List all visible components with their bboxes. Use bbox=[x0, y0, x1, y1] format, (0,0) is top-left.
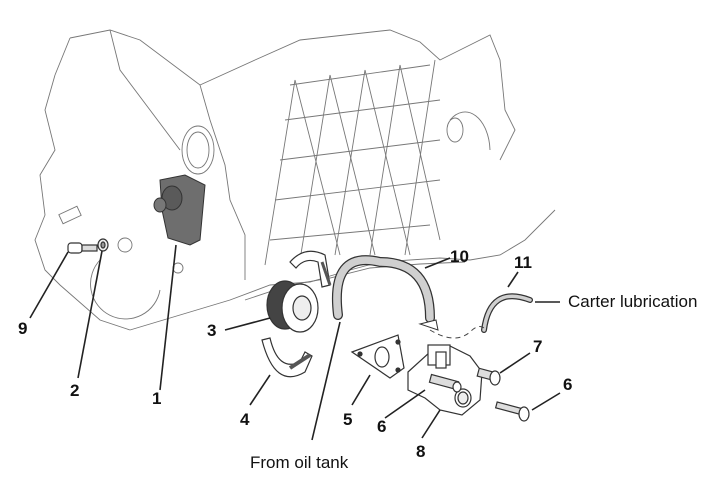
callout-9: 9 bbox=[18, 319, 27, 338]
callout-6-left: 6 bbox=[377, 417, 386, 436]
leader-9 bbox=[29, 251, 69, 319]
callout-4: 4 bbox=[240, 410, 250, 429]
callout-3: 3 bbox=[207, 321, 216, 340]
leader-10 bbox=[424, 257, 451, 269]
part-8-oil-pump bbox=[407, 344, 483, 416]
callout-7: 7 bbox=[533, 337, 542, 356]
callout-10: 10 bbox=[450, 247, 469, 266]
leader-3 bbox=[224, 317, 271, 331]
hose-route-dashed bbox=[429, 326, 487, 339]
caption-carter-lubrication: Carter lubrication bbox=[568, 292, 697, 311]
leader-8 bbox=[421, 409, 441, 439]
part-4-belt-lower bbox=[261, 337, 313, 378]
crankcase-drawing bbox=[34, 29, 556, 331]
callout-11: 11 bbox=[514, 253, 532, 272]
leader-6a bbox=[384, 389, 426, 419]
callout-8: 8 bbox=[416, 442, 425, 461]
caption-from-oil-tank: From oil tank bbox=[250, 453, 349, 472]
leader-6b bbox=[531, 392, 561, 411]
leader-lines bbox=[29, 244, 561, 441]
part-5-gasket bbox=[350, 334, 405, 379]
part-11-outlet-hose bbox=[481, 293, 533, 333]
callout-2: 2 bbox=[70, 381, 79, 400]
leader-11 bbox=[507, 271, 519, 288]
leader-1 bbox=[159, 244, 177, 391]
part-10-inlet-hose bbox=[332, 255, 439, 331]
callout-labels: 9 2 1 3 4 5 6 8 10 11 7 6 Carter lubrica… bbox=[18, 247, 697, 472]
part-3-pulley bbox=[266, 280, 319, 333]
part-6-screw-right bbox=[494, 401, 530, 422]
leader-from-oil-tank bbox=[311, 321, 341, 441]
part-1-cover bbox=[153, 174, 206, 246]
part-7-screw bbox=[476, 367, 501, 386]
leader-7 bbox=[499, 352, 531, 374]
leader-2 bbox=[77, 250, 103, 379]
part-2-washer bbox=[97, 238, 109, 252]
part-4-belt-upper bbox=[289, 250, 332, 288]
callout-5: 5 bbox=[343, 410, 352, 429]
callout-1: 1 bbox=[152, 389, 161, 408]
callout-6-right: 6 bbox=[563, 375, 572, 394]
leader-4 bbox=[249, 374, 271, 406]
part-9-bolt bbox=[67, 242, 98, 254]
leader-5 bbox=[351, 374, 371, 406]
